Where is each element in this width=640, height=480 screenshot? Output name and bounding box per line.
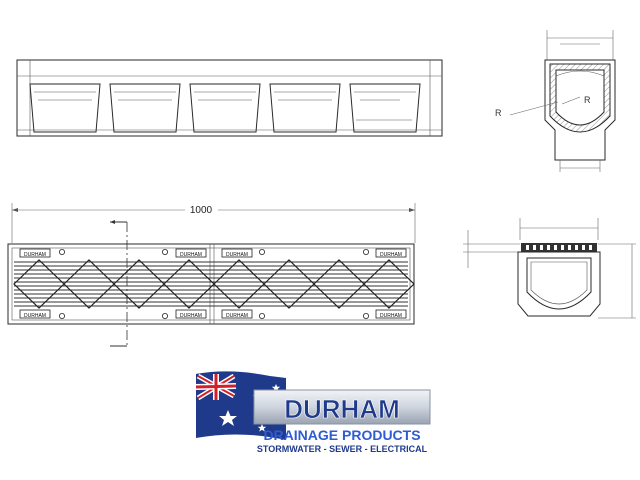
- grate-stamp-text: DURHAM: [226, 313, 248, 319]
- grate-diamond: [63, 259, 115, 309]
- logo-wordmark-plate: [253, 389, 431, 425]
- length-dimension-label: 1000: [190, 205, 213, 216]
- grate-stamp-text: DURHAM: [180, 252, 202, 258]
- brand-tagline: DRAINAGE PRODUCTS: [263, 427, 420, 443]
- grate-diamond: [113, 259, 165, 309]
- radius-label-right: R: [584, 95, 591, 105]
- grate-diamond: [213, 259, 265, 309]
- grate-stamp-text: DURHAM: [24, 313, 46, 319]
- grate-diamond-lattice: [13, 259, 415, 309]
- durham-logo: DURHAM DRAINAGE PRODUCTS STORMWATER - SE…: [195, 371, 431, 454]
- grate-stamps: DURHAM DURHAM DURHAM DURHAM DURHAM DURHA…: [19, 248, 407, 319]
- grate-stamp-text: DURHAM: [226, 252, 248, 258]
- grate-diamond: [163, 259, 215, 309]
- brand-name: DURHAM: [284, 394, 400, 424]
- end-section-view: R R: [495, 30, 616, 172]
- cross-section-view: [463, 218, 636, 319]
- grate-diamond: [313, 259, 365, 309]
- grate-diamond: [263, 259, 315, 309]
- side-pockets: [29, 83, 421, 133]
- radius-label-left: R: [495, 108, 502, 118]
- grate-bolt-holes: [59, 248, 369, 319]
- grate-diamond: [363, 259, 415, 309]
- grate-stamp-text: DURHAM: [180, 313, 202, 319]
- brand-subtagline: STORMWATER - SEWER - ELECTRICAL: [257, 444, 428, 454]
- grate-diamond: [13, 259, 65, 309]
- grate-stamp-text: DURHAM: [380, 252, 402, 258]
- side-elevation-view: [16, 59, 443, 137]
- grate-stamp-text: DURHAM: [380, 313, 402, 319]
- grate-slots: [14, 261, 408, 307]
- plan-view-grate: 1000 DURHAM DURHAM DURHAM DURHAM DURHAM: [7, 203, 416, 347]
- grate-stamp-text: DURHAM: [24, 252, 46, 258]
